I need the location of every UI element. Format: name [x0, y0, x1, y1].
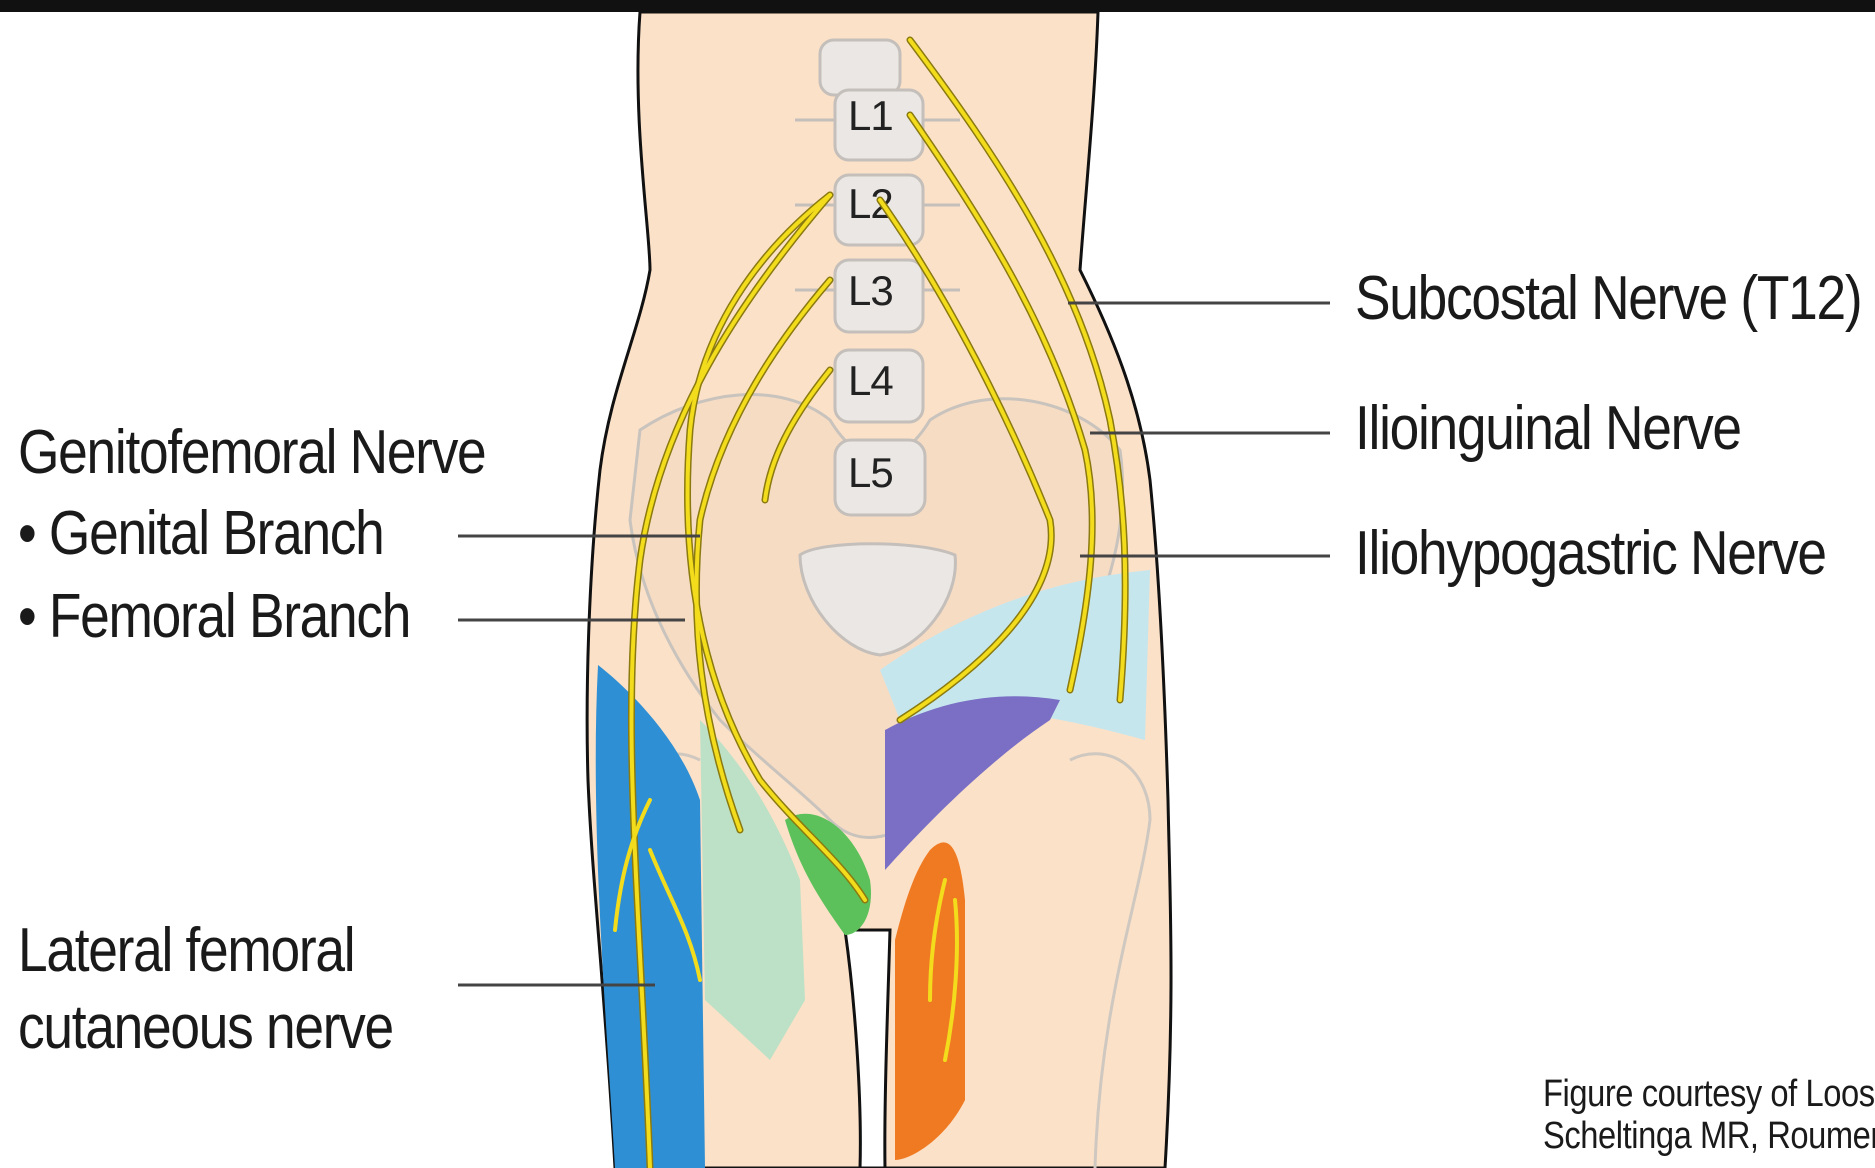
label-subcostal-nerve: Subcostal Nerve (T12)	[1355, 268, 1861, 330]
label-lateral-femoral-line2: cutaneous nerve	[18, 997, 393, 1059]
vertebra-l4: L4	[848, 357, 893, 404]
label-femoral-branch: • Femoral Branch	[18, 586, 410, 648]
vertebra-l3: L3	[848, 267, 893, 314]
vertebra-l5: L5	[848, 449, 893, 496]
label-lateral-femoral-line1: Lateral femoral	[18, 920, 354, 982]
figure-credit-line1: Figure courtesy of Loos	[1543, 1075, 1875, 1115]
label-ilioinguinal-nerve: Ilioinguinal Nerve	[1355, 398, 1741, 460]
label-genital-branch: • Genital Branch	[18, 503, 384, 565]
label-genitofemoral-nerve: Genitofemoral Nerve	[18, 422, 485, 484]
figure-credit-line2: Scheltinga MR, Roumen	[1543, 1117, 1875, 1157]
label-iliohypogastric-nerve: Iliohypogastric Nerve	[1355, 523, 1826, 585]
vertebra-l1: L1	[848, 92, 893, 139]
